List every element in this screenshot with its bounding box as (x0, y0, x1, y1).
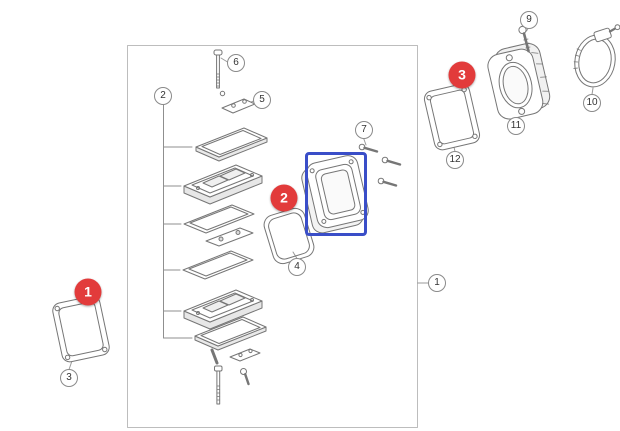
part-11-flange (487, 42, 551, 120)
part-top-cover (195, 127, 268, 162)
diagram-frame (127, 45, 418, 428)
part-7-fasteners (358, 143, 402, 187)
callout-11[interactable]: 11 (507, 117, 525, 135)
callout-5[interactable]: 5 (253, 91, 271, 109)
part-bottom-cover (194, 316, 267, 351)
part-3-gasket (52, 295, 110, 363)
part-2-reed-cage (301, 155, 369, 234)
part-bottom-screw (214, 365, 223, 405)
callout-4[interactable]: 4 (288, 258, 306, 276)
badge-1[interactable]: 1 (74, 278, 102, 306)
badge-3[interactable]: 3 (448, 61, 476, 89)
callout-2[interactable]: 2 (154, 87, 172, 105)
part-dowel-pin (210, 348, 219, 365)
part-small-plate (229, 348, 261, 362)
callout-7[interactable]: 7 (355, 121, 373, 139)
callout-3[interactable]: 3 (60, 369, 78, 387)
part-reed-stopper (205, 227, 254, 247)
callout-9[interactable]: 9 (520, 11, 538, 29)
part-gasket-sheet-lower (182, 250, 254, 280)
part-reed-block-upper (183, 164, 263, 205)
part-gasket-sheet-upper (183, 204, 255, 234)
callout-1[interactable]: 1 (428, 274, 446, 292)
callout-10[interactable]: 10 (583, 94, 601, 112)
part-reed-block-lower (183, 289, 263, 330)
badge-2[interactable]: 2 (270, 184, 298, 212)
callout-6[interactable]: 6 (227, 54, 245, 72)
part-12-gasket (423, 83, 481, 151)
callout-12[interactable]: 12 (446, 151, 464, 169)
part-10-hose-clamp (573, 24, 620, 88)
part-small-bolt (240, 368, 250, 386)
group-2-bracket (163, 104, 193, 339)
part-6-screw (213, 49, 226, 97)
selection-highlight-box[interactable] (305, 152, 367, 236)
